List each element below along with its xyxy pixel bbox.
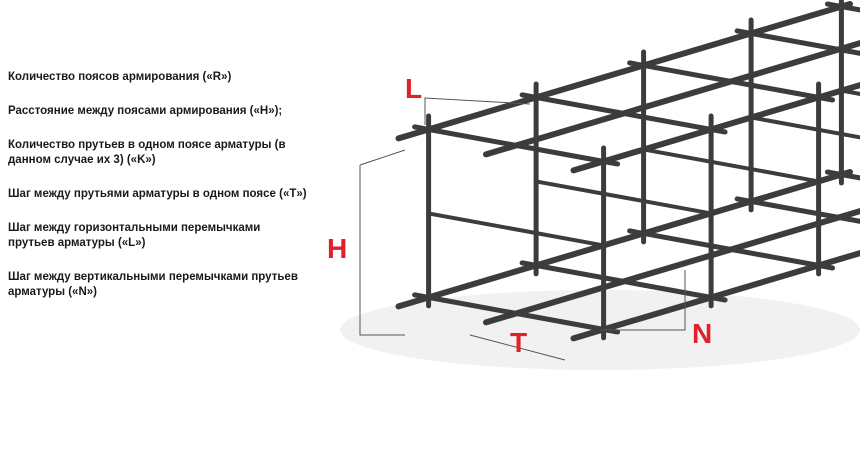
- longitudinal-bar-bottom: [395, 169, 853, 310]
- legend-item-h: Расстояние между поясами армирования («H…: [8, 105, 283, 117]
- longitudinal-bar-bottom: [483, 207, 860, 326]
- longitudinal-bar-top: [570, 81, 860, 174]
- legend-item-r: Количество поясов армирования («R»): [8, 71, 232, 83]
- rebar-cage: [395, 0, 860, 342]
- dimension-lines: [359, 97, 686, 361]
- label-h: H: [327, 233, 347, 264]
- label-n: N: [692, 318, 712, 349]
- legend-item-k: Количество прутьев в одном поясе арматур…: [8, 139, 286, 166]
- longitudinal-bar-top: [395, 1, 853, 142]
- legend-list: Количество поясов армирования («R») Расс…: [8, 70, 308, 319]
- legend-item-t: Шаг между прутьями арматуры в одном пояс…: [8, 188, 307, 200]
- label-t: T: [510, 327, 527, 358]
- legend-item-n: Шаг между вертикальными перемычками прут…: [8, 271, 298, 298]
- longitudinal-bar-top: [483, 39, 860, 158]
- legend-item-l: Шаг между горизонтальными перемычками пр…: [8, 222, 261, 249]
- label-l: L: [405, 73, 422, 104]
- n-dimension-line: [600, 270, 686, 331]
- horizontal-crossbar: [534, 179, 714, 216]
- t-dimension-line: [469, 334, 566, 361]
- horizontal-crossbar: [749, 115, 860, 140]
- horizontal-crossbar: [426, 211, 606, 248]
- h-dimension-line: [359, 165, 405, 336]
- l-dimension-line: [424, 97, 531, 125]
- horizontal-crossbar: [641, 147, 821, 184]
- horizontal-crossbar: [839, 88, 860, 96]
- h-dimension-top: [359, 149, 406, 166]
- longitudinal-bar-bottom: [570, 249, 860, 342]
